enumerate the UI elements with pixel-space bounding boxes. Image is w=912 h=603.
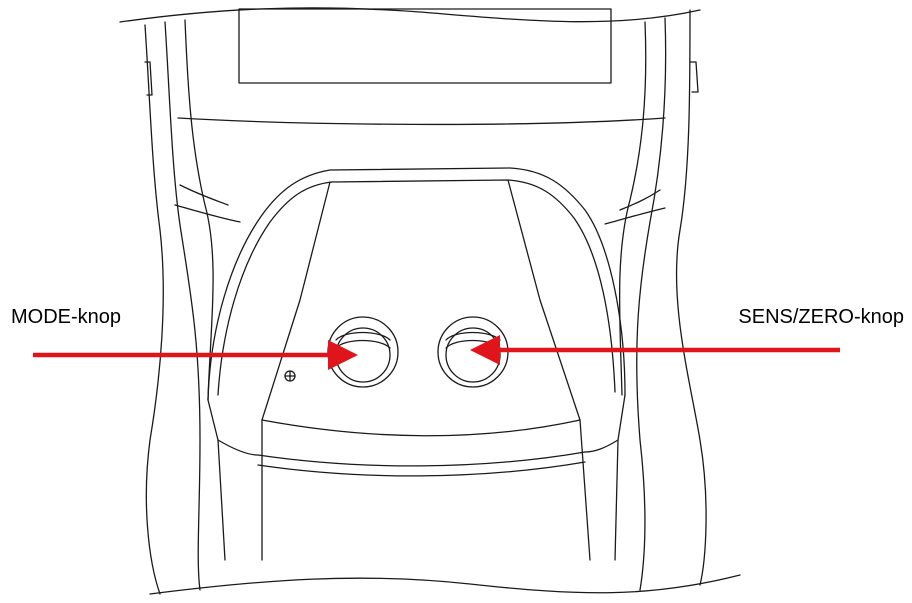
- mode-button-label: MODE-knop: [11, 306, 122, 328]
- lower-side-left: [207, 399, 226, 561]
- panel-ridge-right: [507, 179, 591, 561]
- lower-side-right: [614, 394, 626, 561]
- crosshair-circle-icon: [284, 370, 296, 382]
- panel-floor: [261, 419, 581, 437]
- panel-lower-edge-2: [257, 461, 586, 477]
- left-clip: [144, 61, 153, 96]
- housing-right-outer: [675, 9, 707, 586]
- right-clip: [689, 61, 699, 93]
- display-window: [238, 8, 612, 84]
- upper-band: [177, 117, 666, 126]
- panel-lower-edge-1: [257, 451, 586, 467]
- lower-shoulder-left: [217, 439, 259, 456]
- mode-arrowhead: [328, 340, 358, 370]
- button-panel-inner: [217, 179, 616, 396]
- button-panel-outer: [207, 167, 626, 401]
- sens-zero-button-label: SENS/ZERO-knop: [738, 306, 904, 328]
- housing-right-inner-1: [636, 17, 667, 591]
- shoulder-left: [179, 184, 229, 206]
- housing-left-outer: [144, 24, 164, 595]
- bottom-cut-edge: [149, 574, 741, 595]
- top-cut-edge: [119, 7, 701, 23]
- panel-ridge-left: [261, 181, 331, 561]
- lower-shoulder-right: [584, 439, 619, 453]
- housing-left-inner-1: [164, 21, 201, 591]
- housing-right-inner-2: [618, 21, 647, 396]
- sens-zero-arrowhead: [470, 335, 500, 365]
- housing-left-inner-2: [184, 19, 214, 401]
- shoulder-left-2: [174, 204, 241, 223]
- shoulder-right: [619, 189, 661, 211]
- shoulder-right-2: [604, 207, 666, 225]
